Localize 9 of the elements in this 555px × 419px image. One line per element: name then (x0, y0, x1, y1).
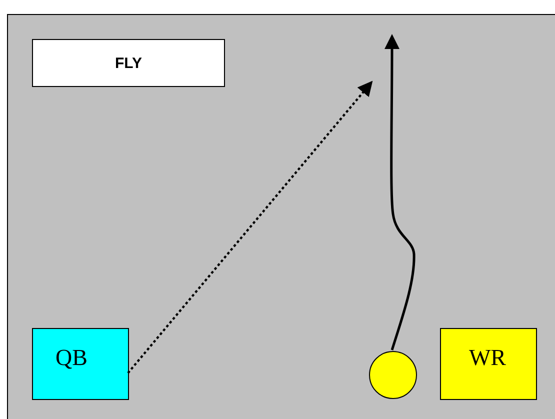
play-name: FLY (115, 54, 142, 72)
pass-arrow (127, 80, 373, 374)
position-label: QB (56, 345, 88, 371)
route-arrow (384, 34, 416, 350)
play-name-box (32, 39, 225, 87)
position-box (440, 328, 537, 400)
position-box (32, 328, 129, 400)
player-circle (369, 351, 417, 399)
position-label: WR (468, 345, 506, 371)
